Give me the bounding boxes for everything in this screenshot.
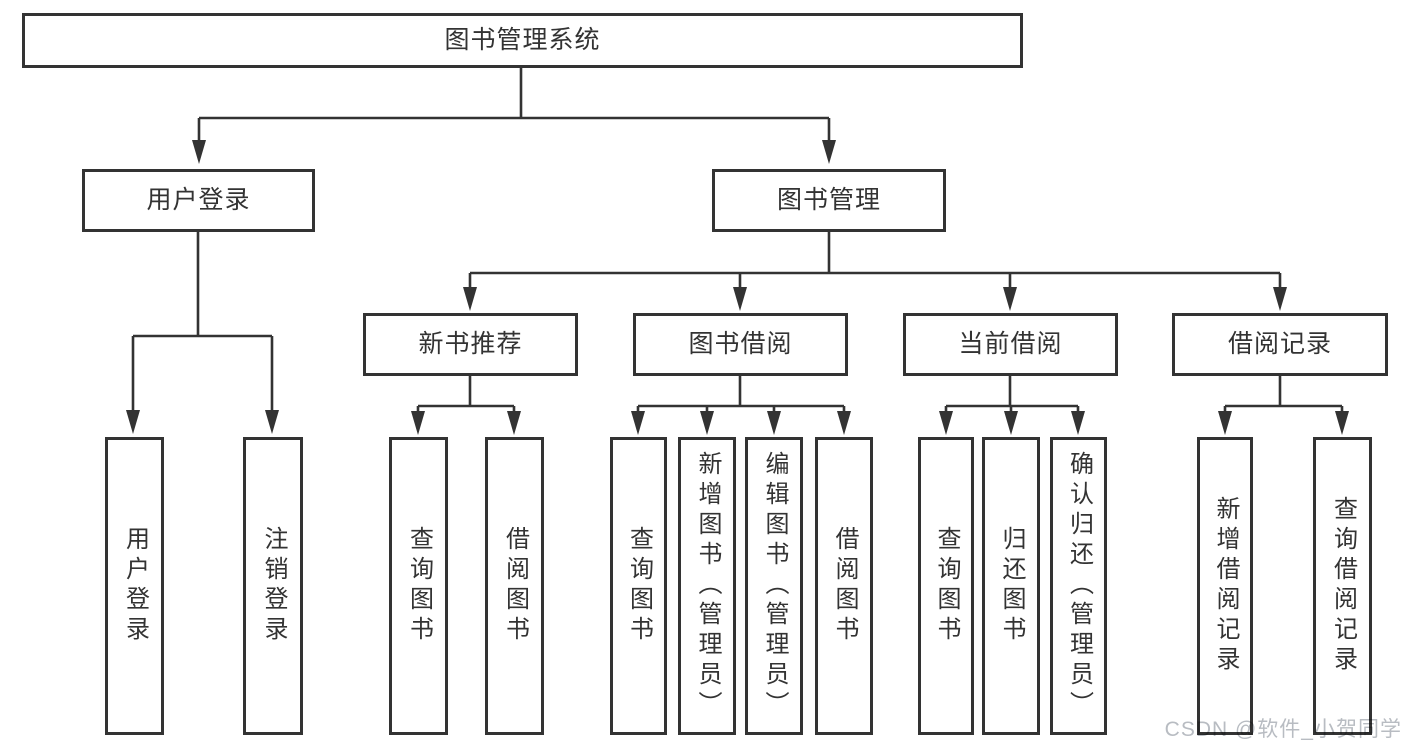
node-user-login-branch: 用户登录 xyxy=(82,169,315,232)
node-current-borrow-label: 当前借阅 xyxy=(958,330,1063,358)
leaf-user-login: 用户登录 xyxy=(105,437,164,735)
leaf-recommend-borrow-books-label: 借阅图书 xyxy=(501,526,529,646)
leaf-current-query-books-label: 查询图书 xyxy=(933,526,960,646)
leaf-add-borrow-record: 新增借阅记录 xyxy=(1197,437,1253,735)
arrow-down-icon xyxy=(507,411,521,435)
leaf-logout-label: 注销登录 xyxy=(260,526,287,646)
leaf-edit-books-admin-label: 编辑图书（管理员） xyxy=(761,451,788,721)
leaf-recommend-query-books-label: 查询图书 xyxy=(405,526,433,646)
leaf-query-borrow-record-label: 查询借阅记录 xyxy=(1329,496,1357,676)
arrow-down-icon xyxy=(463,287,477,311)
arrow-down-icon xyxy=(733,287,747,311)
arrow-down-icon xyxy=(700,411,714,435)
node-borrow-records: 借阅记录 xyxy=(1172,313,1388,376)
arrow-down-icon xyxy=(411,411,425,435)
leaf-add-books-admin: 新增图书（管理员） xyxy=(678,437,736,735)
leaf-borrow-books: 借阅图书 xyxy=(815,437,873,735)
leaf-confirm-return-admin: 确认归还（管理员） xyxy=(1050,437,1107,735)
node-book-borrow-label: 图书借阅 xyxy=(688,330,793,358)
node-book-borrow: 图书借阅 xyxy=(633,313,848,376)
arrow-down-icon xyxy=(1335,411,1349,435)
node-book-management: 图书管理 xyxy=(712,169,946,232)
csdn-watermark: CSDN @软件_小贺同学 xyxy=(1164,718,1402,741)
arrow-down-icon xyxy=(192,140,206,164)
node-user-login-branch-label: 用户登录 xyxy=(146,186,251,214)
leaf-add-books-admin-label: 新增图书（管理员） xyxy=(694,451,721,721)
arrow-down-icon xyxy=(1071,411,1085,435)
leaf-return-books-label: 归还图书 xyxy=(998,526,1025,646)
node-borrow-records-label: 借阅记录 xyxy=(1227,330,1332,358)
leaf-edit-books-admin: 编辑图书（管理员） xyxy=(745,437,803,735)
leaf-confirm-return-admin-label: 确认归还（管理员） xyxy=(1065,451,1093,721)
arrow-down-icon xyxy=(265,410,279,434)
leaf-borrow-books-label: 借阅图书 xyxy=(831,526,858,646)
leaf-logout: 注销登录 xyxy=(243,437,303,735)
leaf-user-login-label: 用户登录 xyxy=(121,526,149,646)
arrow-down-icon xyxy=(939,411,953,435)
leaf-add-borrow-record-label: 新增借阅记录 xyxy=(1212,496,1239,676)
leaf-recommend-query-books: 查询图书 xyxy=(389,437,448,735)
arrow-down-icon xyxy=(837,411,851,435)
leaf-return-books: 归还图书 xyxy=(982,437,1040,735)
arrow-down-icon xyxy=(822,140,836,164)
node-root-label: 图书管理系统 xyxy=(444,26,601,54)
node-book-management-label: 图书管理 xyxy=(776,186,881,214)
leaf-query-borrow-record: 查询借阅记录 xyxy=(1313,437,1372,735)
node-new-book-recommend: 新书推荐 xyxy=(363,313,578,376)
arrow-down-icon xyxy=(1273,287,1287,311)
arrow-down-icon xyxy=(126,410,140,434)
leaf-borrow-query-books-label: 查询图书 xyxy=(625,526,653,646)
leaf-recommend-borrow-books: 借阅图书 xyxy=(485,437,544,735)
node-new-book-recommend-label: 新书推荐 xyxy=(418,330,523,358)
arrow-down-icon xyxy=(767,411,781,435)
leaf-current-query-books: 查询图书 xyxy=(918,437,974,735)
arrow-down-icon xyxy=(1004,411,1018,435)
node-current-borrow: 当前借阅 xyxy=(903,313,1118,376)
arrow-down-icon xyxy=(1218,411,1232,435)
arrow-down-icon xyxy=(1003,287,1017,311)
arrow-down-icon xyxy=(631,411,645,435)
node-root: 图书管理系统 xyxy=(22,13,1023,68)
leaf-borrow-query-books: 查询图书 xyxy=(610,437,667,735)
